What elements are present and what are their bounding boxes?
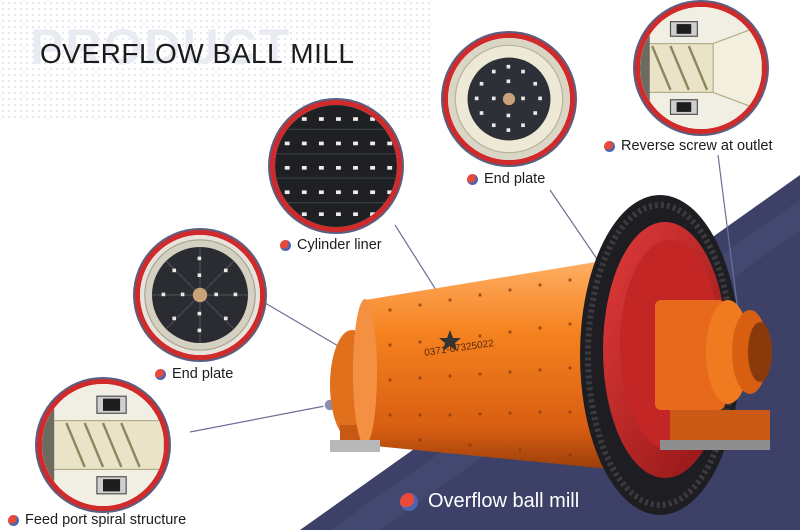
callout-reverse-screw: Reverse screw at outlet [604,138,773,154]
reverse-screw-thumbnail [640,7,762,129]
caption-text: Overflow ball mill [428,490,580,512]
bullet-icon [400,492,418,511]
callout-end-plate-left: End plate [155,366,233,382]
bullet-icon [155,368,166,380]
end-plate-left-thumbnail [140,235,260,355]
callout-label: End plate [172,366,234,382]
bullet-icon [8,514,19,526]
callout-label: Feed port spiral structure [25,512,187,528]
callout-cylinder-liner: Cylinder liner [280,237,382,253]
callout-label: Cylinder liner [297,237,382,253]
page-title: OVERFLOW BALL MILL [40,38,355,69]
cylinder-liner-thumbnail [275,105,397,227]
dot-pattern [0,0,430,120]
background-word: PRODUCT [30,19,292,75]
callout-label: Reverse screw at outlet [621,138,773,154]
bullet-icon [604,140,615,152]
callout-end-plate-top: End plate [467,171,545,187]
end-plate-top-thumbnail [448,38,570,160]
callout-feed-port: Feed port spiral structure [8,512,186,528]
bullet-icon [467,173,478,185]
feed-port-thumbnail [42,384,164,506]
bullet-icon [280,239,291,251]
machine-caption: Overflow ball mill [400,490,579,513]
callout-label: End plate [484,171,546,187]
